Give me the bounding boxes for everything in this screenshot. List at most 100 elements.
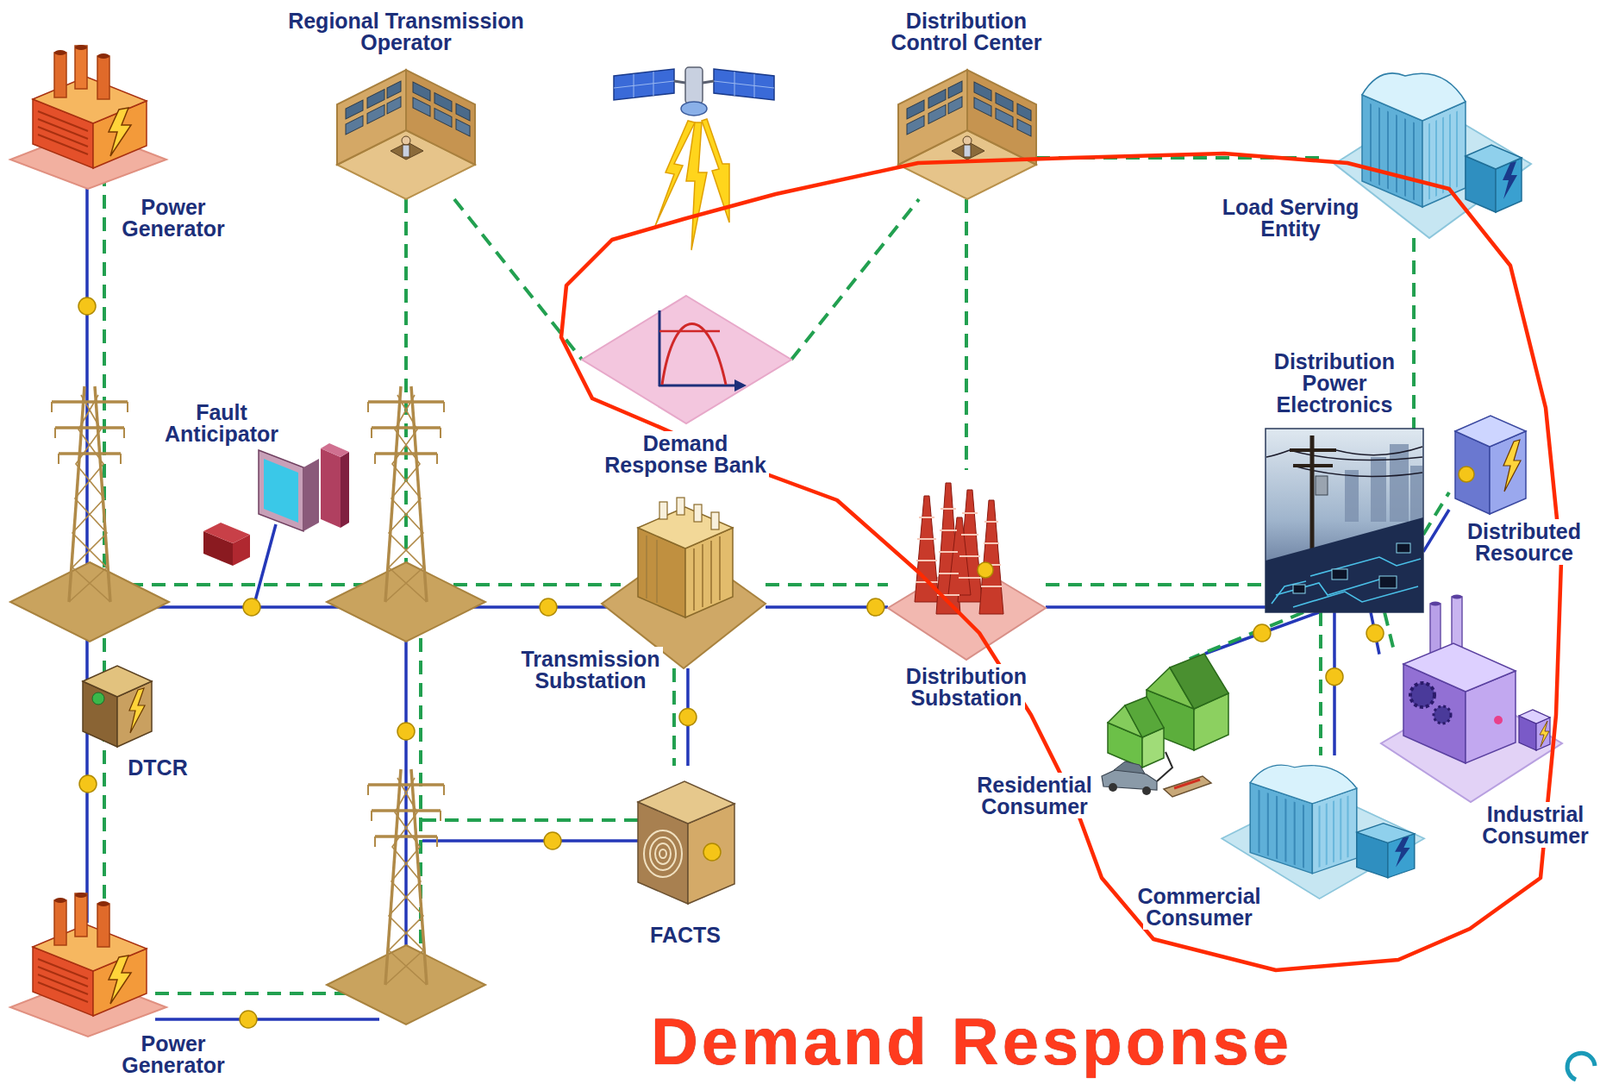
- distribution-substation-icon: [977, 562, 994, 578]
- label-box: Distributed Resource: [1455, 520, 1594, 564]
- slide-title: Demand Response: [650, 1008, 1293, 1075]
- satellite-icon: [681, 101, 707, 116]
- distribution-substation-icon: [958, 576, 982, 579]
- distributed-resource-icon: [1458, 466, 1475, 482]
- junction-dot: [239, 1010, 257, 1028]
- tower-base: [326, 562, 486, 642]
- residential-icon: [1113, 761, 1145, 774]
- residential-icon: [1163, 775, 1212, 797]
- distribution-substation-icon: [887, 482, 1046, 660]
- fault-anticipator-icon: [203, 522, 250, 544]
- industrial-icon: [1433, 706, 1451, 724]
- power-line: [1366, 612, 1394, 655]
- facts-icon: [650, 837, 676, 870]
- junction-dot: [78, 297, 562, 1028]
- satellite-icon: [613, 67, 775, 250]
- node-label: Fault Anticipator: [162, 400, 282, 446]
- demand-response-icon: [662, 324, 726, 386]
- industrial-icon: [1451, 594, 1463, 600]
- transmission-substation-icon: [656, 539, 658, 603]
- node-label: Commercial Consumer: [1134, 883, 1263, 930]
- transmission-substation-icon: [646, 535, 720, 611]
- facts-icon: [637, 781, 735, 904]
- power-wire: [253, 524, 276, 607]
- label-box: Transmission Substation: [508, 648, 673, 692]
- comm-wire: [129, 582, 380, 587]
- residential-icon: [1156, 751, 1173, 782]
- industrial-icon: [1381, 594, 1563, 803]
- distribution-substation-icon: [917, 537, 937, 540]
- demand-response-bank: Demand Response Bank: [581, 295, 792, 424]
- node-label: Transmission Substation: [518, 646, 663, 693]
- transmission-substation-icon: [718, 536, 721, 600]
- junction-dot: [79, 775, 97, 793]
- industrial-icon: [1518, 709, 1550, 724]
- power-electronics-image: [1344, 443, 1423, 522]
- industrial-icon: [1410, 682, 1435, 707]
- power-line: [1423, 492, 1450, 552]
- residential-icon: [1169, 653, 1229, 709]
- satellite-icon: [674, 81, 686, 83]
- pylon: [368, 768, 444, 985]
- demand-response-icon: [734, 379, 747, 392]
- node-label: FACTS: [647, 922, 724, 947]
- power-electronics-image: [1293, 543, 1411, 594]
- power-electronics-image: [1266, 450, 1290, 457]
- power-line: [1045, 584, 1266, 607]
- distribution-substation-icon: [937, 572, 959, 575]
- facts-device: FACTS: [632, 765, 740, 909]
- distribution-substation-icon: [961, 533, 979, 536]
- label-box: FACTS: [633, 924, 738, 946]
- comm-line: [765, 582, 888, 587]
- residential-icon: [1142, 786, 1151, 795]
- power-electronics-image: [1265, 517, 1424, 613]
- node-label: Distribution Substation: [903, 663, 1030, 710]
- industrial-consumer: Industrial Consumer: [1379, 594, 1569, 807]
- commercial-consumer: Commercial Consumer: [1214, 755, 1425, 899]
- control-room-icon: [898, 69, 1037, 200]
- satellite-icon: [685, 67, 703, 104]
- power-wire: [87, 163, 638, 1019]
- transmission-substation-icon: [601, 497, 766, 669]
- industrial-icon: [1493, 715, 1503, 725]
- satellite-icon: [686, 122, 707, 250]
- transmission-substation-icon: [645, 535, 648, 599]
- power-electronics-image: [1336, 446, 1423, 456]
- junction-dot: [78, 297, 96, 315]
- fault-anticipator-icon: [203, 443, 350, 566]
- distribution-substation-icon: [983, 542, 1000, 544]
- transmission-substation-icon: [701, 543, 704, 607]
- junction-dot: [539, 598, 557, 616]
- power-electronics-image: [1266, 446, 1423, 477]
- comm-link: [1413, 237, 1415, 429]
- power-electronics-image: [1331, 568, 1348, 580]
- facts-icon: [655, 843, 671, 864]
- demand-response-icon: [659, 330, 720, 333]
- label-box: Power Generator: [112, 196, 234, 240]
- comm-line: [1412, 237, 1416, 429]
- comm-line: [1423, 492, 1450, 535]
- fault-anticipator-icon: [320, 443, 350, 457]
- facts-icon: [637, 781, 735, 824]
- demand-response-icon: [658, 310, 662, 387]
- node-label: Distribution Control Center: [888, 8, 1045, 55]
- distribution-substation-icon: [962, 512, 978, 514]
- label-box: DTCR: [114, 756, 201, 779]
- comm-link: [965, 199, 967, 470]
- power-wire: [422, 838, 638, 843]
- comm-line: [1045, 582, 1266, 587]
- power-electronics-image: [1293, 463, 1333, 468]
- power-electronics-image: [1379, 575, 1397, 588]
- tower-base: [326, 944, 486, 1025]
- building-icon: [1221, 764, 1425, 899]
- node-label: Residential Consumer: [974, 772, 1094, 819]
- power-wire: [85, 163, 89, 569]
- facts-icon: [643, 830, 682, 877]
- node-label: Demand Response Bank: [601, 431, 769, 477]
- distribution-substation-icon: [916, 559, 938, 562]
- building-icon: [1334, 73, 1532, 238]
- power-electronics-image: [1310, 435, 1315, 557]
- distribution-substation-icon: [914, 495, 939, 602]
- power-wire: [155, 1017, 380, 1021]
- distribution-substation-icon: [959, 555, 981, 557]
